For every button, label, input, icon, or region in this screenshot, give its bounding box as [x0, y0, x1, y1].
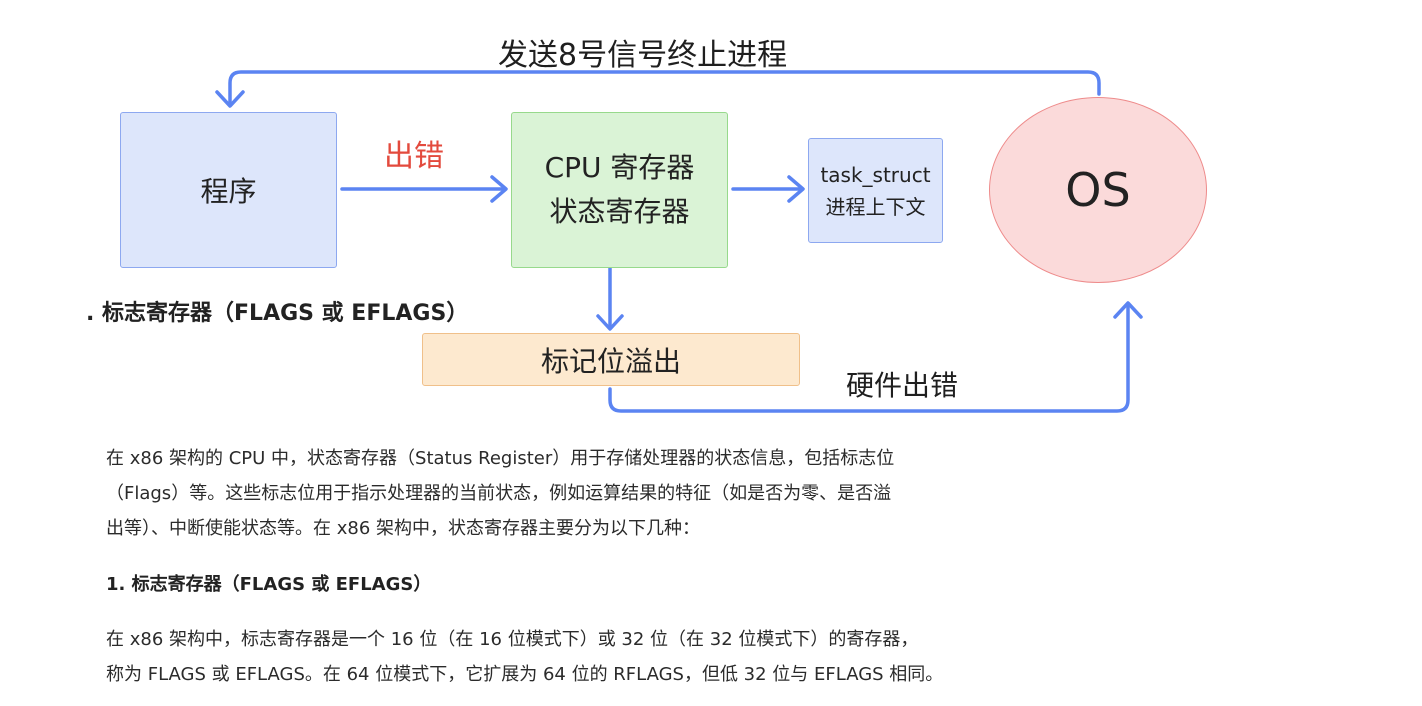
arrowhead-os: [1113, 301, 1143, 319]
edge-label-hardware-error: 硬件出错: [846, 369, 959, 402]
node-task-label-line1: task_struct: [820, 162, 931, 187]
intro-paragraph-line: 出等）、中断使能状态等。在 x86 架构中，状态寄存器主要分为以下几种：: [106, 518, 700, 539]
intro-paragraph-line: （Flags）等。这些标志位用于指示处理器的当前状态，例如运算结果的特征（如是否…: [106, 483, 892, 504]
node-cpu-label-line2: 状态寄存器: [549, 195, 690, 228]
arrow-os-to-program: [228, 70, 1101, 106]
arrowhead-cpu: [490, 175, 508, 203]
node-task-label-line2: 进程上下文: [825, 194, 926, 219]
arrowhead-overflow: [596, 314, 624, 331]
edge-label-error: 出错: [384, 139, 444, 174]
flags-paragraph-line: 称为 FLAGS 或 EFLAGS。在 64 位模式下，它扩展为 64 位的 R…: [106, 664, 944, 685]
arrowhead-program: [215, 90, 245, 108]
arrowhead-task: [787, 175, 805, 203]
intro-paragraph: 在 x86 架构的 CPU 中，状态寄存器（Status Register）用于…: [106, 441, 1066, 546]
node-overflow-label: 标记位溢出: [540, 344, 681, 378]
node-os: OS: [989, 97, 1207, 283]
flags-paragraph: 在 x86 架构中，标志寄存器是一个 16 位（在 16 位模式下）或 32 位…: [106, 622, 1066, 692]
node-task-struct: task_struct 进程上下文: [808, 138, 943, 243]
node-program: 程序: [120, 112, 337, 268]
node-flag-overflow: 标记位溢出: [422, 333, 800, 386]
flags-register-caption: . 标志寄存器（FLAGS 或 EFLAGS）: [86, 301, 469, 326]
node-program-label: 程序: [200, 175, 257, 208]
arrow-overflow-to-os: [608, 303, 1130, 413]
intro-paragraph-line: 在 x86 架构的 CPU 中，状态寄存器（Status Register）用于…: [106, 448, 895, 469]
flags-paragraph-line: 在 x86 架构中，标志寄存器是一个 16 位（在 16 位模式下）或 32 位…: [106, 629, 919, 650]
node-os-label: OS: [1065, 163, 1131, 217]
node-cpu-label-line1: CPU 寄存器: [544, 151, 695, 184]
section-heading-flags: 1. 标志寄存器（FLAGS 或 EFLAGS）: [106, 574, 432, 595]
edge-label-send-signal: 发送8号信号终止进程: [498, 38, 788, 73]
node-cpu-register: CPU 寄存器 状态寄存器: [511, 112, 728, 268]
